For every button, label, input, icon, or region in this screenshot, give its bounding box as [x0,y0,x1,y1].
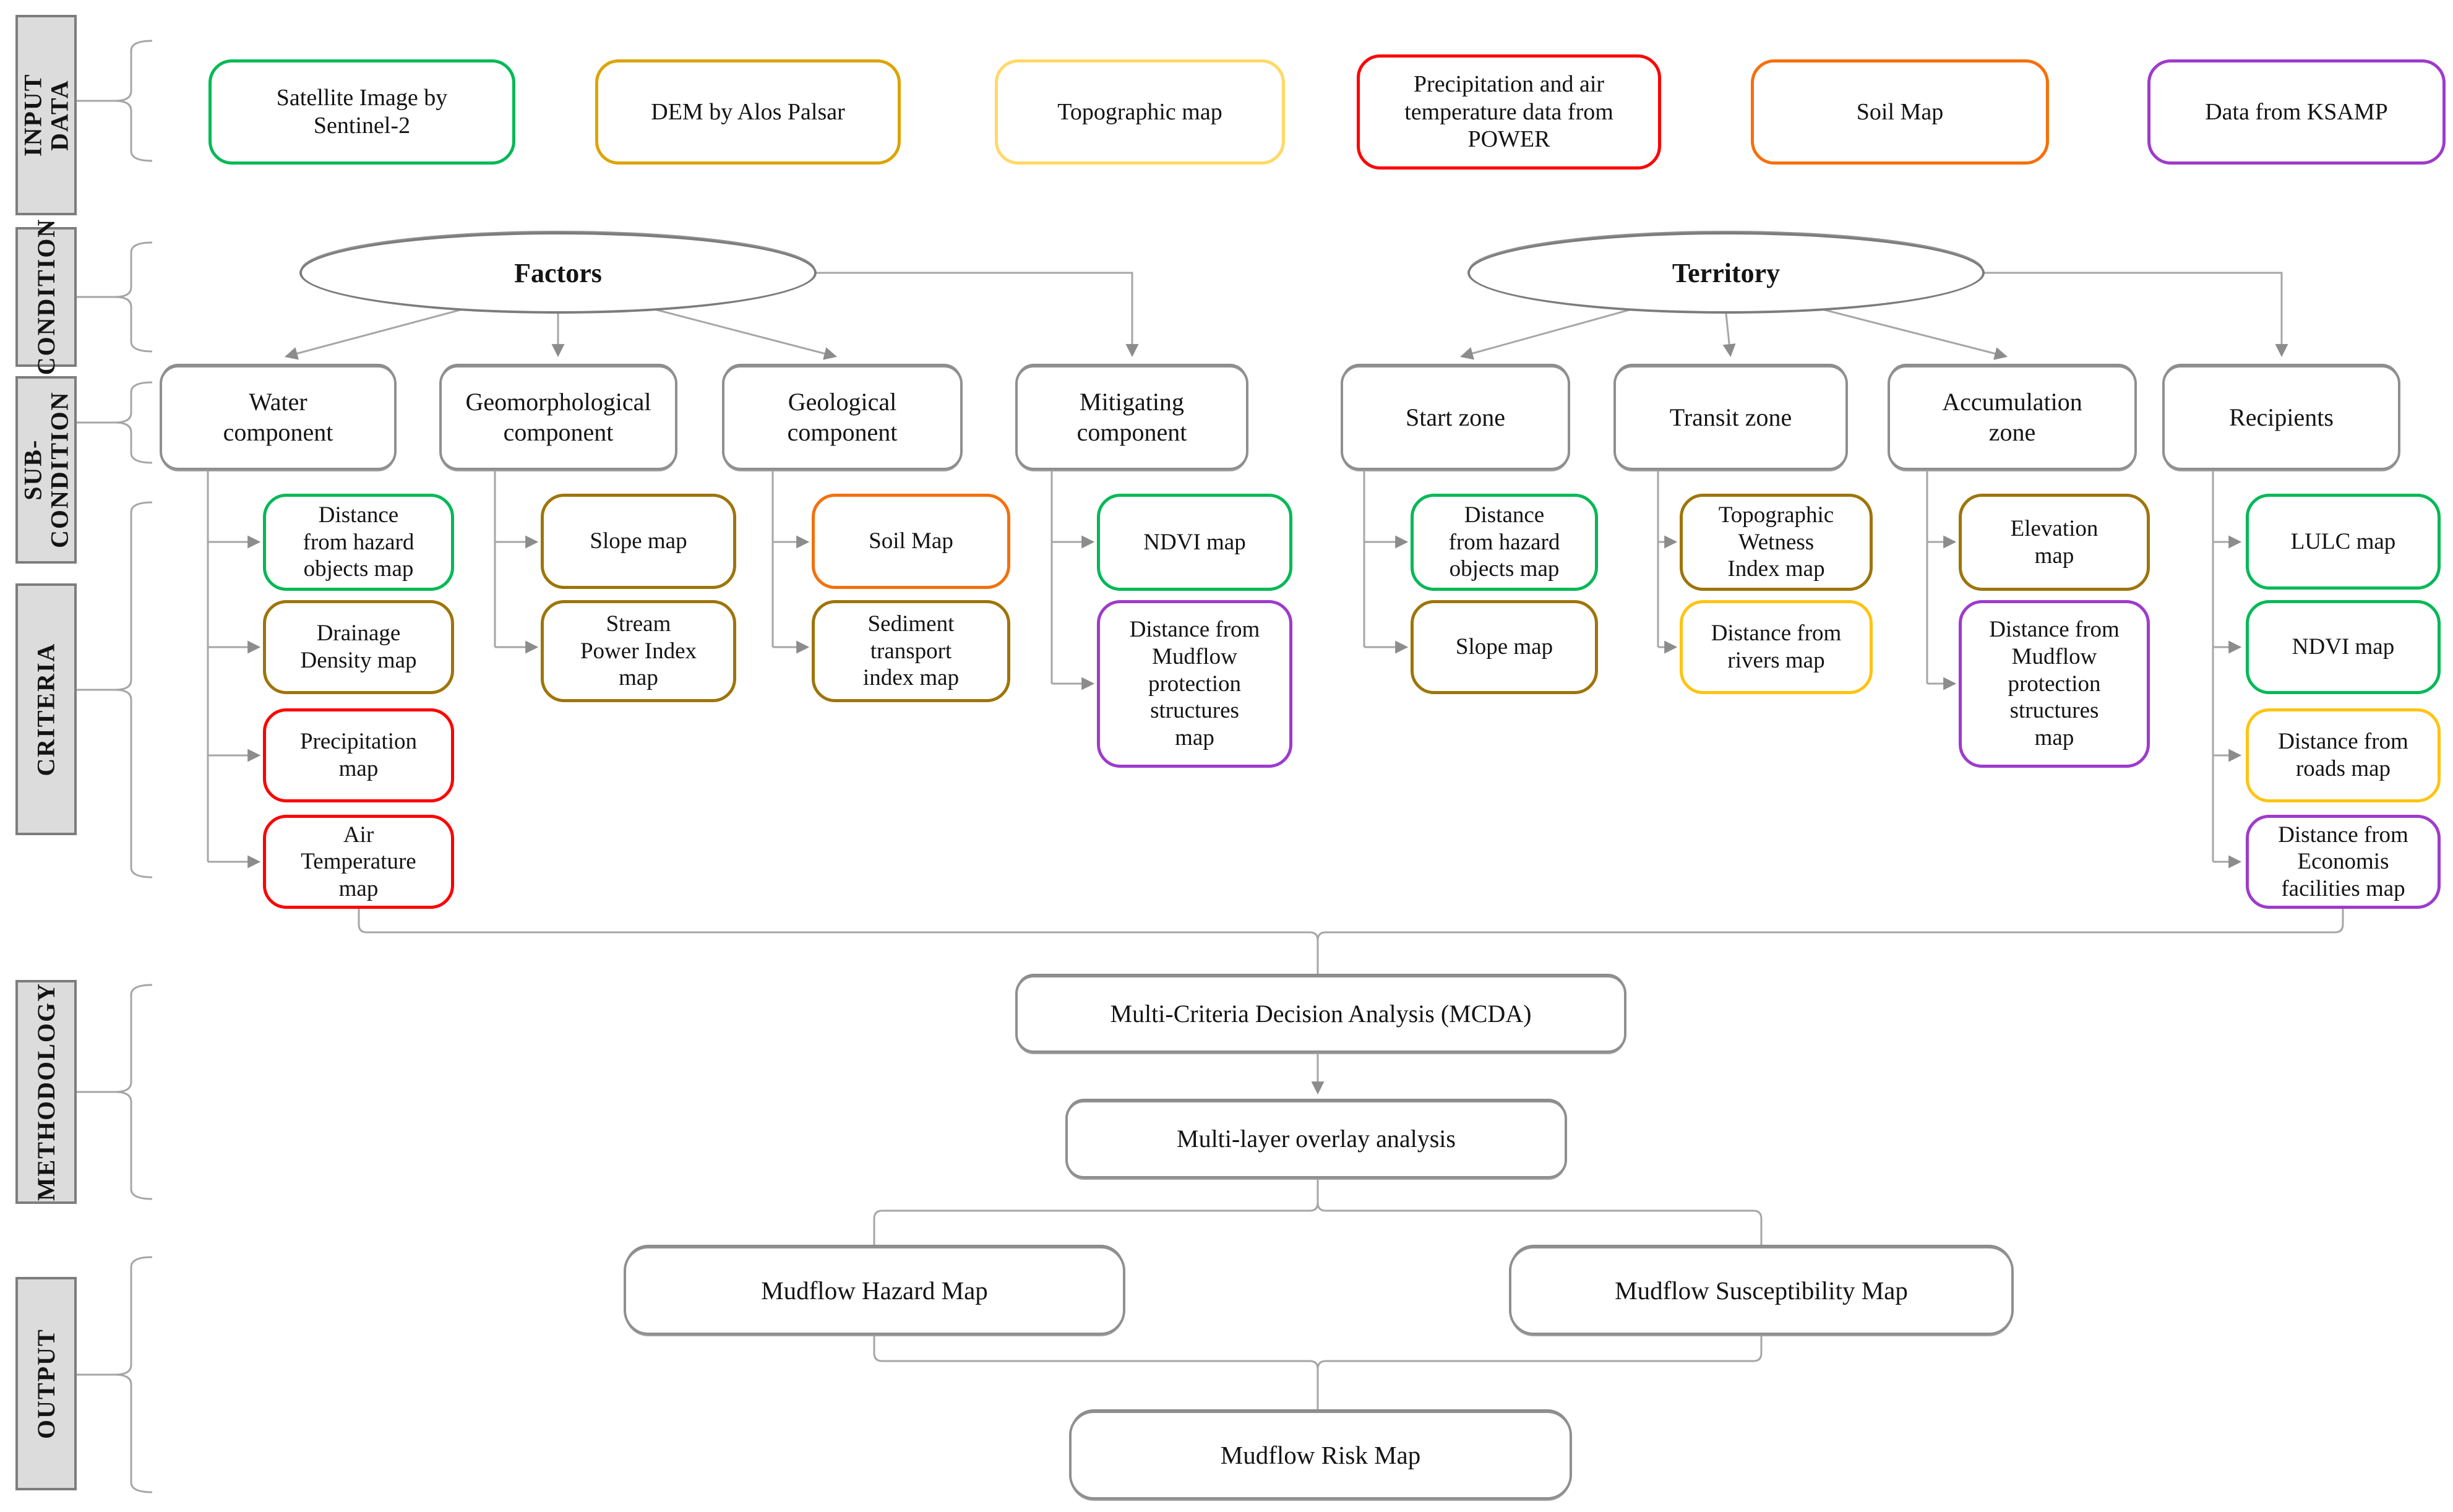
arrow-territory-start [1459,305,1643,360]
output-box-susceptibility-map: Mudflow Susceptibility Map [1509,1246,2014,1335]
criteria-box-mitigating-ndvi: NDVI map [1097,494,1292,591]
brace-output [77,1256,153,1493]
criteria-box-start-hazard: Distance from hazard objects map [1411,494,1598,591]
criteria-box-mitigating-protection: Distance from Mudflow protection structu… [1097,600,1292,768]
section-label-sub-condition: SUB- CONDITION [15,376,77,564]
criteria-box-geomorphological-spi: Stream Power Index map [541,600,736,702]
input-box-topographic: Topographic map [995,59,1285,165]
brace-condition [77,241,153,353]
section-label-condition: CONDITION [15,218,77,376]
section-label-input-data: INPUT DATA [15,15,77,215]
criteria-box-recipients-economis: Distance from Economis facilities map [2246,815,2441,909]
criteria-box-water-precipitation: Precipitation map [263,708,454,802]
section-label-output: OUTPUT [15,1277,77,1490]
subcondition-box-transit: Transit zone [1613,365,1848,470]
methodology-box-mcda: Multi-Criteria Decision Analysis (MCDA) [1015,975,1626,1053]
criteria-box-accumulation-elevation: Elevation map [1959,494,2150,591]
rail-overlay-split [873,1202,1763,1245]
output-box-hazard-map: Mudflow Hazard Map [624,1246,1125,1335]
arrow-territory-accumulation [1810,305,2008,360]
rail-criteria-to-mcda [358,909,2344,941]
arrow-factors-water [284,304,477,360]
subcondition-box-water: Water component [160,365,397,470]
criteria-box-transit-twi: Topographic Wetness Index map [1680,494,1873,591]
input-box-satellite: Satellite Image by Sentinel-2 [208,59,515,165]
subcondition-box-accumulation: Accumulation zone [1888,365,2137,470]
input-box-dem: DEM by Alos Palsar [595,59,901,165]
arrow-factors-mitigating [817,272,1139,358]
criteria-box-water-hazard: Distance from hazard objects map [263,494,454,591]
criteria-box-recipients-roads: Distance from roads map [2246,708,2441,802]
brace-methodology [77,984,153,1200]
criteria-box-recipients-ndvi: NDVI map [2246,600,2441,694]
subcondition-box-recipients: Recipients [2162,365,2400,470]
condition-ellipse-territory: Territory [1467,232,1985,314]
criteria-box-accumulation-protection: Distance from Mudflow protection structu… [1959,600,2150,768]
criteria-box-geomorphological-slope: Slope map [541,494,736,589]
output-box-risk-map: Mudflow Risk Map [1069,1411,1572,1500]
criteria-box-water-airtemp: Air Temperature map [263,815,454,909]
input-box-power: Precipitation and air temperature data f… [1357,54,1661,170]
criteria-box-transit-rivers: Distance from rivers map [1680,600,1873,694]
subcondition-box-start: Start zone [1341,365,1570,470]
brace-criteria [77,501,153,878]
brace-input-data [77,40,153,162]
methodology-box-overlay: Multi-layer overlay analysis [1065,1100,1567,1179]
condition-ellipse-factors: Factors [299,232,817,314]
input-box-ksamp: Data from KSAMP [2147,59,2446,165]
section-label-methodology: METHODOLOGY [15,980,77,1204]
criteria-box-recipients-lulc: LULC map [2246,494,2441,590]
arrow-factors-geological [640,304,838,360]
criteria-box-water-drainage: Drainage Density map [263,600,454,694]
subcondition-box-geological: Geological component [722,365,963,470]
criteria-box-geological-sediment: Sediment transport index map [812,600,1010,702]
rail-maps-to-risk [873,1335,1763,1370]
input-box-soil: Soil Map [1751,59,2049,165]
brace-sub-condition [77,381,153,464]
criteria-box-geological-soil: Soil Map [812,494,1010,589]
section-label-criteria: CRITERIA [15,583,77,835]
subcondition-box-mitigating: Mitigating component [1015,365,1248,470]
subcondition-box-geomorphological: Geomorphological component [439,365,677,470]
arrow-territory-transit [1722,313,1736,358]
criteria-box-start-slope: Slope map [1411,600,1598,694]
arrow-territory-recipients [1985,272,2288,358]
